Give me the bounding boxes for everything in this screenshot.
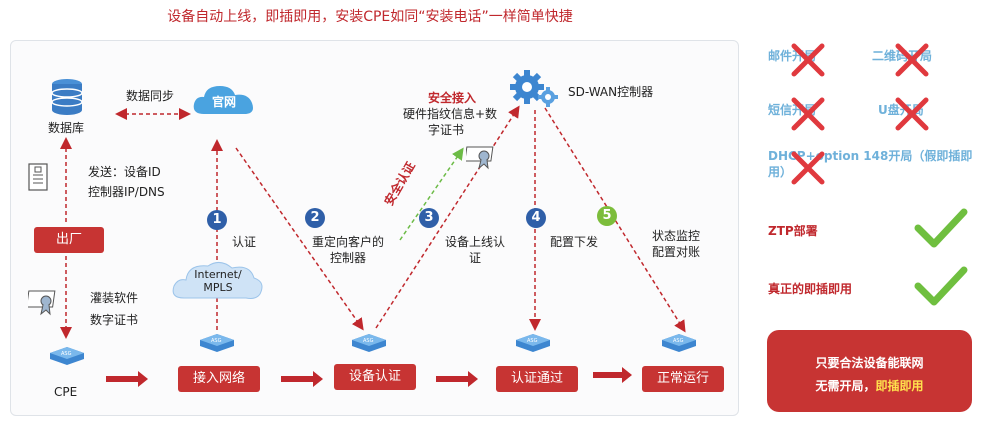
method-dhcp: DHCP+option 148开局（假即插即 用） <box>768 149 973 179</box>
step5-arrow <box>544 107 686 333</box>
step-label-2: 重定向客户的 控制器 <box>311 235 384 265</box>
cloud-icon <box>193 86 253 114</box>
step-label-4: 配置下发 <box>550 235 599 249</box>
summary-prefix: 无需开局， <box>815 379 876 393</box>
svg-text:ASG: ASG <box>211 338 222 344</box>
stage-arrows <box>106 367 632 387</box>
cpe-device-icon: ASG <box>50 347 84 369</box>
cross-icon <box>895 97 929 131</box>
certificate-icon <box>28 290 56 316</box>
stage-auth-passed: 认证通过 <box>496 366 578 392</box>
step-number-5: 5 <box>597 206 617 226</box>
certificate-icon <box>466 146 494 170</box>
true-plug-label: 真正的即插即用 <box>768 282 853 296</box>
step-label-1: 认证 <box>232 235 257 249</box>
send-line1: 发送：设备ID <box>88 165 161 179</box>
svg-text:ASG: ASG <box>673 338 684 344</box>
controller-label: SD-WAN控制器 <box>568 85 654 99</box>
svg-text:ASG: ASG <box>61 351 72 357</box>
asg-device-icon: ASG <box>200 334 234 356</box>
stage-device-auth: 设备认证 <box>334 364 416 390</box>
factory-button: 出厂 <box>34 227 104 253</box>
step3-arrow <box>375 105 520 329</box>
asg-device-icon: ASG <box>662 334 696 356</box>
data-sync-label: 数据同步 <box>126 89 175 103</box>
step2-arrow <box>235 147 364 331</box>
security-title: 安全接入 <box>428 91 477 105</box>
stage-normal-run: 正常运行 <box>642 366 724 392</box>
cross-icon <box>895 43 929 77</box>
security-auth-arrow <box>399 147 464 241</box>
summary-line2: 无需开局，即插即用 <box>767 377 972 394</box>
summary-line1: 只要合法设备能联网 <box>815 356 924 370</box>
check-icon <box>914 266 968 306</box>
internet-label: Internet/ MPLS <box>194 268 242 294</box>
gear-icon <box>510 70 558 107</box>
asg-device-icon: ASG <box>516 334 550 356</box>
step-number-1: 1 <box>207 210 227 230</box>
security-line2: 字证书 <box>428 123 465 137</box>
cross-icon <box>791 43 825 77</box>
summary-highlight: 即插即用 <box>875 379 924 393</box>
page-title: 设备自动上线，即插即用，安装CPE如同“安装电话”一样简单快捷 <box>167 9 573 25</box>
burn-line1: 灌装软件 <box>90 291 139 305</box>
send-line2: 控制器IP/DNS <box>88 185 165 199</box>
step-label-3: 设备上线认 证 <box>444 235 505 265</box>
flow-panel <box>10 40 739 416</box>
ztp-label: ZTP部署 <box>768 224 818 238</box>
step-number-3: 3 <box>419 208 439 228</box>
check-icon <box>914 208 968 248</box>
svg-text:ASG: ASG <box>527 338 538 344</box>
document-icon <box>28 163 48 191</box>
step-number-4: 4 <box>526 208 546 228</box>
stage-access-network: 接入网络 <box>178 366 260 392</box>
burn-line2: 数字证书 <box>90 313 139 327</box>
asg-device-icon: ASG <box>352 334 386 356</box>
database-label: 数据库 <box>48 121 85 135</box>
summary-box: 只要合法设备能联网 无需开局，即插即用 <box>767 330 972 412</box>
cross-icon <box>791 97 825 131</box>
svg-text:ASG: ASG <box>363 338 374 344</box>
step-number-2: 2 <box>305 208 325 228</box>
cpe-label: CPE <box>54 385 78 399</box>
cross-icon <box>791 151 825 185</box>
database-icon <box>51 79 83 115</box>
step-label-5: 状态监控 配置对账 <box>652 229 701 259</box>
official-site-label: 官网 <box>212 95 237 109</box>
security-line1: 硬件指纹信息+数 <box>403 107 498 121</box>
internet-cloud-icon <box>172 262 263 299</box>
